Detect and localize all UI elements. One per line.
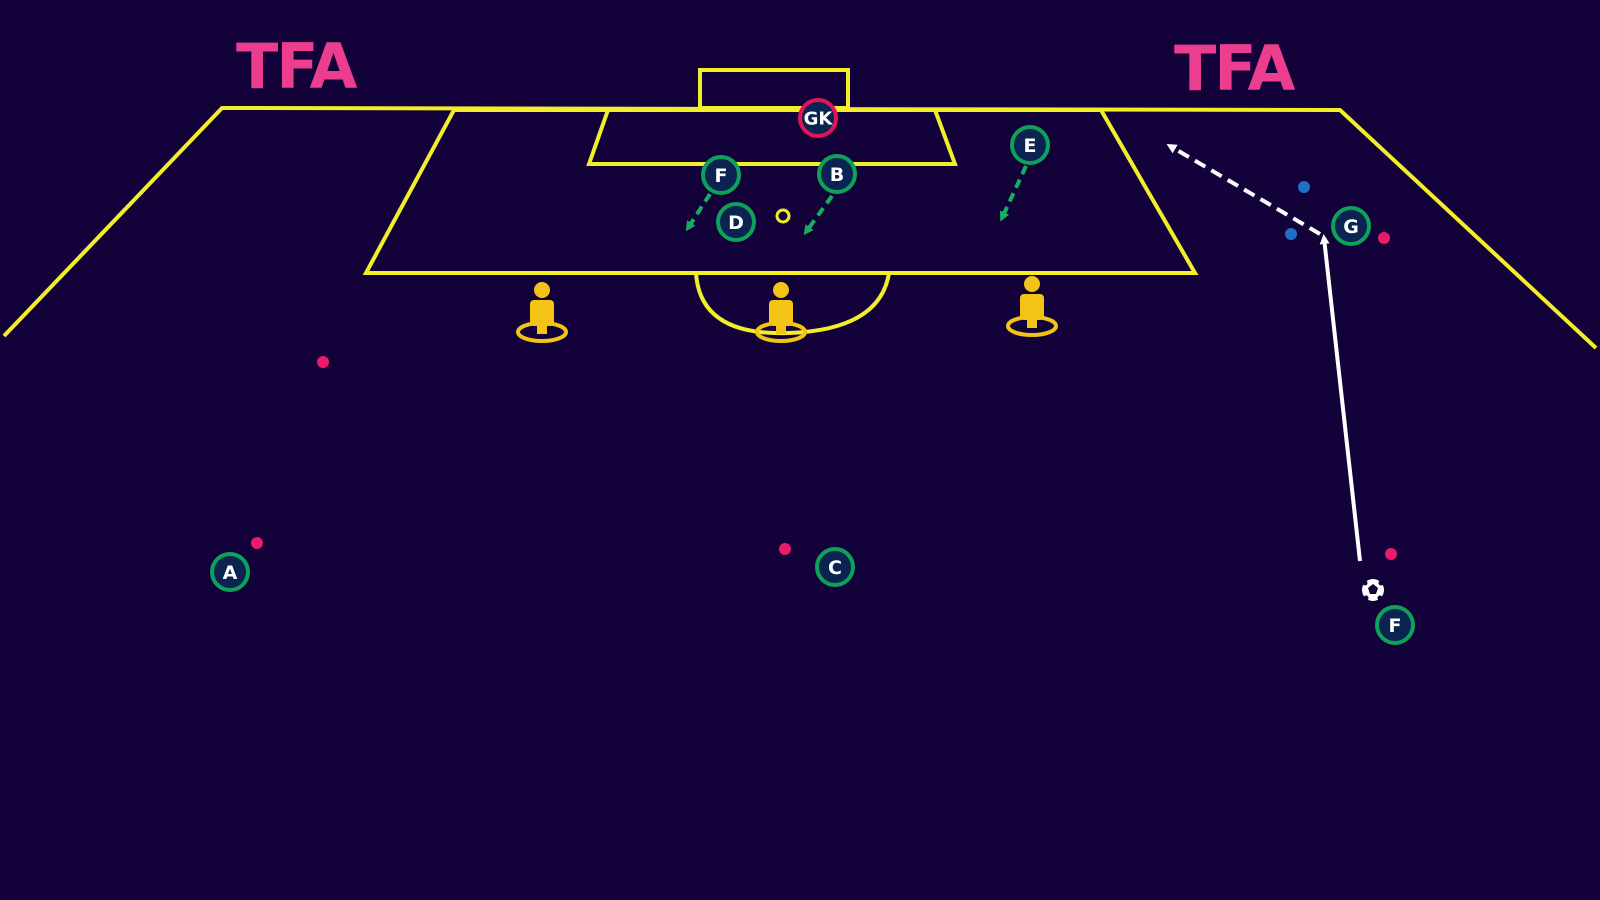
six-yard-box: [586, 108, 958, 166]
movement-arrows: [685, 165, 1028, 236]
player-label: E: [1024, 135, 1037, 157]
cone-marker-icon: [1378, 232, 1390, 244]
cone-marker-icon: [251, 537, 263, 549]
player-a: A: [210, 552, 250, 592]
goalkeeper-label: GK: [804, 109, 834, 130]
penalty-arc: [694, 272, 891, 336]
mannequin-icon: [1006, 274, 1058, 337]
cone-marker-icon: [317, 356, 329, 368]
player-f-top: F: [701, 155, 741, 195]
goalkeeper: GK: [798, 98, 838, 138]
mannequin-icon: [516, 280, 568, 343]
player-g: G: [1331, 206, 1371, 246]
penalty-box: [362, 108, 1199, 275]
pass-arrow: [1319, 234, 1362, 562]
tfa-logo-left: TFA: [236, 30, 358, 103]
movement-arrow: [803, 194, 834, 236]
player-label: A: [223, 562, 238, 584]
player-f-bottom: F: [1375, 605, 1415, 645]
penalty-spot: [775, 208, 791, 224]
cone-marker-icon: [1285, 228, 1297, 240]
player-label: F: [1389, 615, 1402, 637]
tfa-logo-right: TFA: [1174, 32, 1296, 105]
player-c: C: [815, 547, 855, 587]
player-label: G: [1343, 216, 1359, 238]
movement-arrow: [685, 192, 712, 232]
run-arrow: [1166, 143, 1322, 236]
player-label: D: [728, 212, 744, 234]
player-b: B: [817, 154, 857, 194]
player-label: F: [715, 165, 728, 187]
movement-arrow: [999, 165, 1028, 222]
player-d: D: [716, 202, 756, 242]
player-label: B: [830, 164, 844, 186]
soccer-ball-icon: [1362, 579, 1384, 601]
cone-marker-icon: [779, 543, 791, 555]
cones: [251, 181, 1397, 560]
goal: [698, 68, 850, 110]
player-label: C: [828, 557, 842, 579]
player-e: E: [1010, 125, 1050, 165]
cone-marker-icon: [1385, 548, 1397, 560]
cone-marker-icon: [1298, 181, 1310, 193]
